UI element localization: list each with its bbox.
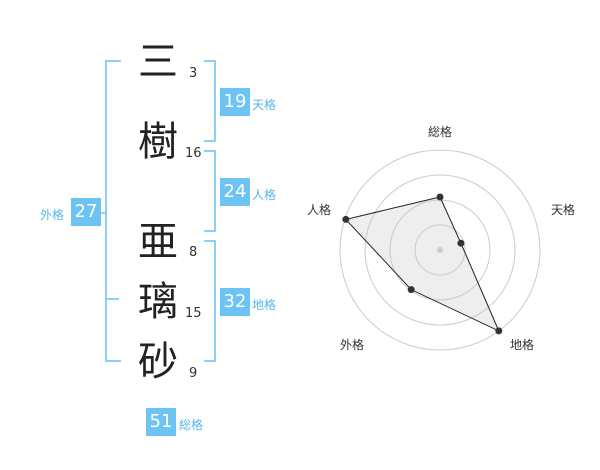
chikaku-bracket — [204, 240, 216, 362]
name-char-2: 樹 — [138, 119, 178, 165]
radar-ring — [414, 224, 466, 276]
stroke-count-2: 16 — [185, 146, 202, 161]
radar-point-3 — [407, 286, 415, 294]
radar-point-4 — [342, 215, 350, 223]
radar-label-tenkaku: 天格 — [551, 203, 576, 217]
gaikaku-bracket — [105, 60, 121, 362]
stroke-count-3: 8 — [189, 245, 198, 260]
gaikaku-connector — [96, 212, 106, 214]
jinkaku-badge: 24 — [220, 178, 250, 206]
radar-point-0 — [436, 193, 444, 201]
radar-label-soukaku: 総格 — [428, 125, 453, 139]
jinkaku-bracket — [204, 150, 216, 232]
radar-ring — [339, 149, 541, 351]
radar-point-2 — [495, 327, 503, 335]
gaikaku-badge: 27 — [71, 198, 101, 226]
radar-polygon — [344, 196, 500, 332]
radar-point-1 — [457, 239, 465, 247]
jinkaku-label: 人格 — [252, 188, 277, 202]
radar-ring — [364, 174, 516, 326]
gaikaku-label: 外格 — [40, 208, 65, 222]
radar-label-jinkaku: 人格 — [307, 203, 332, 217]
tenkaku-badge: 19 — [220, 88, 250, 116]
radar-center — [437, 247, 443, 253]
stroke-count-5: 9 — [189, 366, 198, 381]
soukaku-badge: 51 — [146, 408, 176, 436]
name-char-1: 三 — [138, 39, 178, 85]
stroke-count-4: 15 — [185, 306, 202, 321]
gaikaku-bracket-mid — [105, 298, 119, 300]
tenkaku-label: 天格 — [252, 98, 277, 112]
radar-label-gaikaku: 外格 — [340, 338, 365, 352]
tenkaku-bracket — [204, 60, 216, 142]
name-char-3: 亜 — [138, 219, 178, 265]
chikaku-badge: 32 — [220, 288, 250, 316]
chikaku-label: 地格 — [252, 298, 277, 312]
name-char-4: 璃 — [138, 279, 178, 325]
stroke-count-1: 3 — [189, 66, 198, 81]
soukaku-label: 総格 — [179, 418, 204, 432]
name-char-5: 砂 — [138, 339, 178, 385]
radar-label-chikaku: 地格 — [510, 338, 535, 352]
